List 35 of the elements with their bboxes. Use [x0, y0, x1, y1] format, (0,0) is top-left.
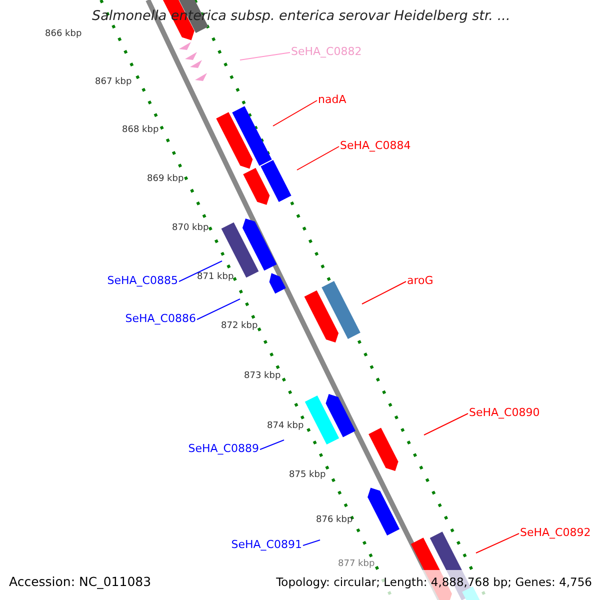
gene-label: SeHA_C0884: [340, 140, 411, 151]
tick-label: 871 kbp: [197, 273, 234, 282]
leader-line: [272, 100, 318, 126]
gene-label: SeHA_C0890: [469, 407, 540, 418]
leader-line: [362, 281, 406, 304]
gene-label: SeHA_C0886: [125, 313, 196, 324]
leader-line: [196, 298, 240, 320]
leader-line: [296, 146, 340, 170]
accession-text: Accession: NC_011083: [9, 576, 152, 588]
tick-label: 875 kbp: [289, 471, 326, 480]
leader-line: [260, 440, 284, 450]
leader-line: [424, 413, 468, 436]
leader-line: [302, 540, 320, 546]
tick-label: 872 kbp: [221, 322, 258, 331]
gene-label: nadA: [318, 94, 346, 105]
gene-label: SeHA_C0882: [291, 46, 362, 57]
tick-label: 868 kbp: [122, 126, 159, 135]
gene-label: SeHA_C0891: [231, 539, 302, 550]
gene-label: SeHA_C0889: [188, 443, 259, 454]
tick-label: 876 kbp: [316, 516, 353, 525]
map-title: Salmonella enterica subsp. enterica serovar Heidelberg str. ...: [92, 10, 510, 24]
gene-label: SeHA_C0885: [107, 275, 178, 286]
gene-label: aroG: [407, 275, 434, 286]
tick-label: 874 kbp: [267, 422, 304, 431]
tick-label: 866 kbp: [45, 30, 82, 39]
leader-line: [178, 260, 222, 282]
tick-label: 869 kbp: [147, 175, 184, 184]
genome-stats-text: Topology: circular; Length: 4,888,768 bp; Genes: 4,756: [276, 577, 592, 588]
tick-label: 867 kbp: [95, 78, 132, 87]
tick-label: 873 kbp: [244, 372, 281, 381]
tick-label: 877 kbp: [338, 560, 375, 569]
leader-line: [476, 533, 520, 554]
leader-line: [240, 52, 290, 60]
tick-label: 870 kbp: [172, 224, 209, 233]
gene-label: SeHA_C0892: [520, 527, 591, 538]
